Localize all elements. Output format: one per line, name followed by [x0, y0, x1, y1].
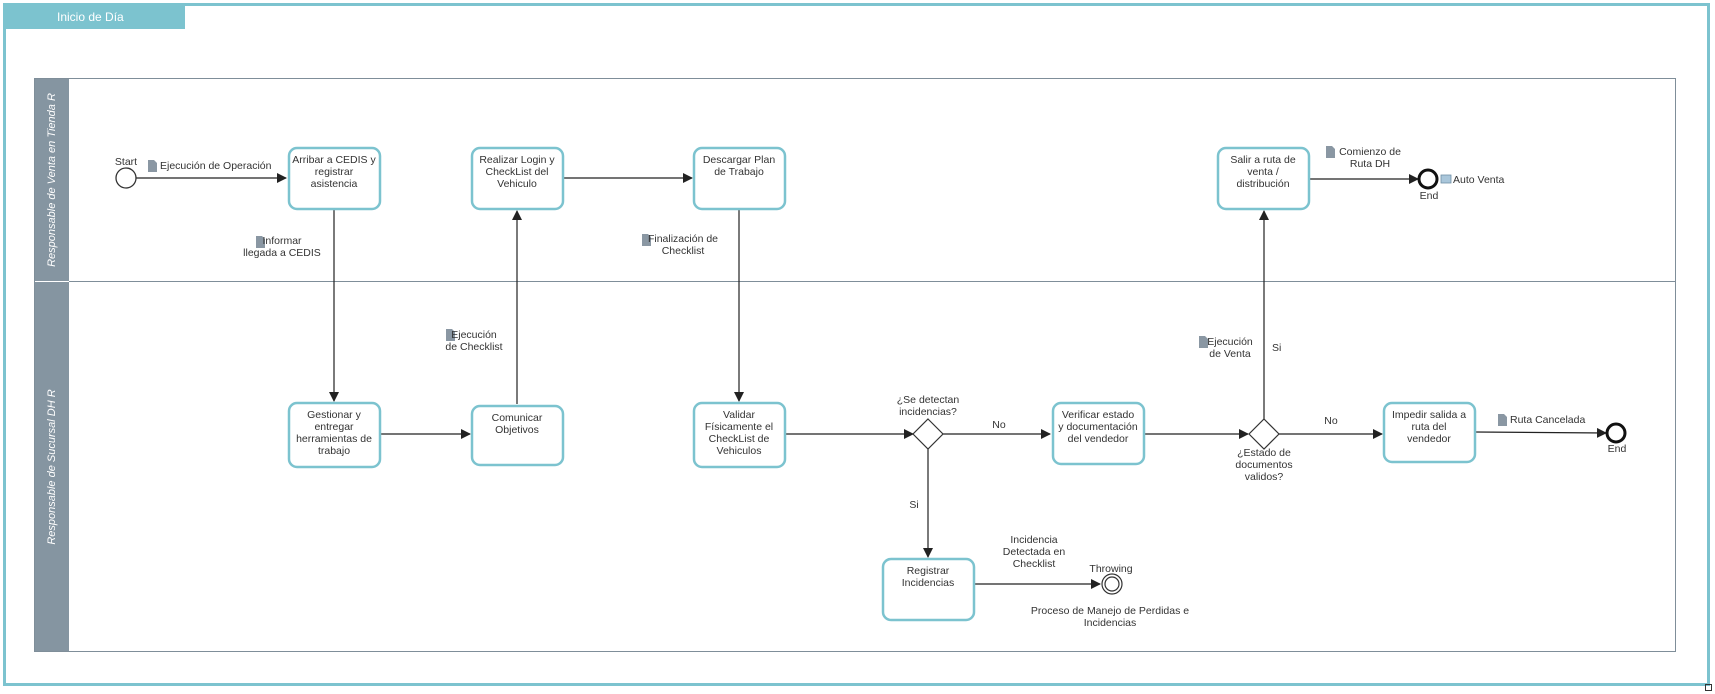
task-login[interactable]	[470, 146, 565, 211]
lane-header-venta: Responsable de Venta en Tienda R	[35, 79, 69, 281]
document-icon	[148, 160, 157, 172]
task-arribar[interactable]	[287, 146, 382, 211]
pool: Responsable de Venta en Tienda R Respons…	[34, 78, 1676, 652]
tasks	[287, 146, 1477, 622]
diagram-tab[interactable]: Inicio de Día	[5, 5, 185, 29]
flow-label-no-1: No	[992, 419, 1006, 431]
task-impedir[interactable]	[1382, 401, 1477, 464]
document-icon	[446, 329, 455, 341]
end-event-bottom[interactable]	[1605, 422, 1627, 444]
document-icon	[642, 234, 651, 246]
task-validar[interactable]	[692, 401, 787, 469]
lane-header-sucursal: Responsable de Sucursal DH R	[35, 282, 69, 651]
corner-handle[interactable]	[1705, 684, 1712, 691]
task-salir[interactable]	[1216, 146, 1311, 211]
document-icon	[256, 236, 265, 248]
document-icon	[1326, 146, 1335, 158]
lane-divider	[69, 281, 1675, 282]
flow-label-si-down: Si	[909, 499, 918, 511]
gateway-documentos[interactable]	[1248, 418, 1280, 450]
task-registrar[interactable]	[881, 557, 976, 622]
subprocess-icon	[1440, 174, 1452, 184]
task-comunicar[interactable]	[470, 404, 565, 467]
flow-label-si-up: Si	[1272, 342, 1281, 354]
sequence-flows	[136, 173, 1607, 589]
throwing-label: Throwing	[1089, 563, 1132, 575]
end-label-bottom: End	[1608, 443, 1627, 455]
flow-label-auto-venta: Auto Venta	[1453, 174, 1505, 186]
flow-label-ruta-cancelada: Ruta Cancelada	[1510, 414, 1585, 426]
document-icon	[1498, 414, 1507, 426]
end-event-top[interactable]	[1417, 168, 1439, 190]
end-label-top: End	[1420, 190, 1439, 202]
diagram-frame	[3, 3, 1710, 686]
task-verificar[interactable]	[1051, 401, 1146, 466]
flow-label-ejecucion-operacion: Ejecución de Operación	[160, 160, 272, 172]
document-icon	[1199, 336, 1208, 348]
flow-label-no-2: No	[1324, 415, 1338, 427]
start-label: Start	[115, 156, 137, 168]
start-event[interactable]	[115, 167, 137, 189]
throwing-event[interactable]	[1101, 573, 1123, 595]
task-descargar[interactable]	[692, 146, 787, 211]
gateway-incidencias[interactable]	[912, 418, 944, 450]
flow-impedir-end	[1474, 427, 1607, 438]
document-icons	[148, 146, 1507, 426]
task-gestionar[interactable]	[287, 401, 382, 469]
